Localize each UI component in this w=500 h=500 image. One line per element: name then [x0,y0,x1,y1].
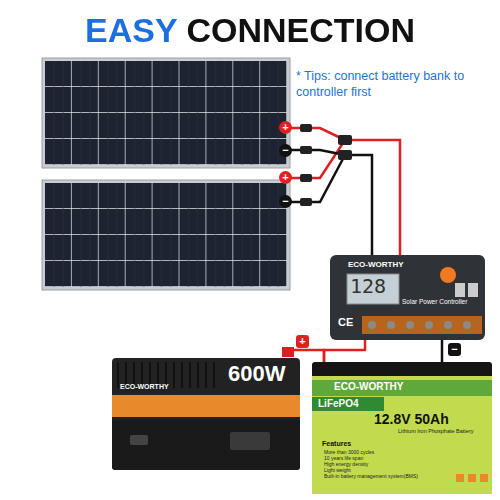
panel-wire [345,140,400,255]
polarity-marker: + [279,171,292,184]
title-row: EASY CONNECTION [0,12,500,49]
brand-name: ECO-WORTHY [334,382,403,392]
tip-note: * Tips: connect battery bank to controll… [296,68,496,101]
ac-outlet [230,432,270,450]
panel-wire [290,128,345,140]
polarity-marker: + [296,335,309,348]
polarity-marker: − [279,144,292,157]
diagram-title: EASY CONNECTION [85,12,415,49]
panel-wire [290,150,345,155]
power-button [440,267,456,283]
panel-frame [42,58,290,168]
battery-icon [456,474,464,482]
terminal-screw [406,321,414,329]
terminal-screw [444,321,452,329]
battery-band [312,397,384,411]
mc4-connector [300,124,312,132]
polarity-marker: + [279,121,292,134]
mc4-connector [300,146,312,154]
panel-wire [345,155,372,255]
inverter-front [112,420,300,470]
feature-item: Built-in battery management system(BMS) [324,474,418,479]
chemistry: LiFePO4 [318,399,359,409]
lcd-screen [347,274,399,304]
battery-lid [312,362,492,378]
feature-item: 10 years life span [324,456,363,461]
power-wire [324,340,365,362]
battery-body [312,376,492,494]
battery-rating: 12.8V 50Ah [374,412,449,426]
inverter-body [112,358,300,470]
battery-icon [480,474,488,482]
y-branch-connector [338,135,352,145]
usb-port [455,283,465,297]
inverter-terminal [282,347,294,357]
battery-band [312,380,492,396]
mc4-connector [300,174,312,182]
panel-wire [290,155,345,202]
features-heading: Features [322,440,351,447]
terminal-screw [425,321,433,329]
polarity-marker: − [279,195,292,208]
power-wire [288,350,324,362]
brand-name: ECO-WORTHY [120,383,169,390]
terminal-screw [368,321,376,329]
terminal-block [362,316,482,334]
inverter-switch [130,435,148,445]
usb-port [468,283,478,297]
power-rating: 600W [228,363,285,385]
feature-item: Light weight [324,468,351,473]
power-wire [441,340,444,362]
terminal-screw [463,321,471,329]
feature-item: High energy density [324,462,368,467]
solar-cells [45,183,287,287]
solar-cells [45,61,287,165]
brand-name: ECO-WORTHY [348,261,404,269]
charge-controller: ECO-WORTHY 128Solar Power ControllerCE [330,255,485,340]
panel-frame [42,180,290,290]
battery-type: Lithium Iron Phosphate Battery [398,429,474,435]
polarity-marker: − [448,343,461,356]
battery-icon [468,474,476,482]
mc4-connector [300,198,312,206]
y-branch-connector [338,150,352,160]
power-inverter: ECO-WORTHY 600W [110,355,300,480]
cert-mark: CE [338,317,353,328]
lifepo4-battery: ECO-WORTHY LiFePO4 12.8V 50AhLithium Iron … [312,362,492,494]
feature-item: More than 3000 cycles [324,450,374,455]
inverter-band [112,395,300,417]
terminal-screw [387,321,395,329]
device-name: Solar Power Controller [402,299,467,306]
lcd-reading: 128 [350,276,386,296]
controller-body [330,255,485,340]
